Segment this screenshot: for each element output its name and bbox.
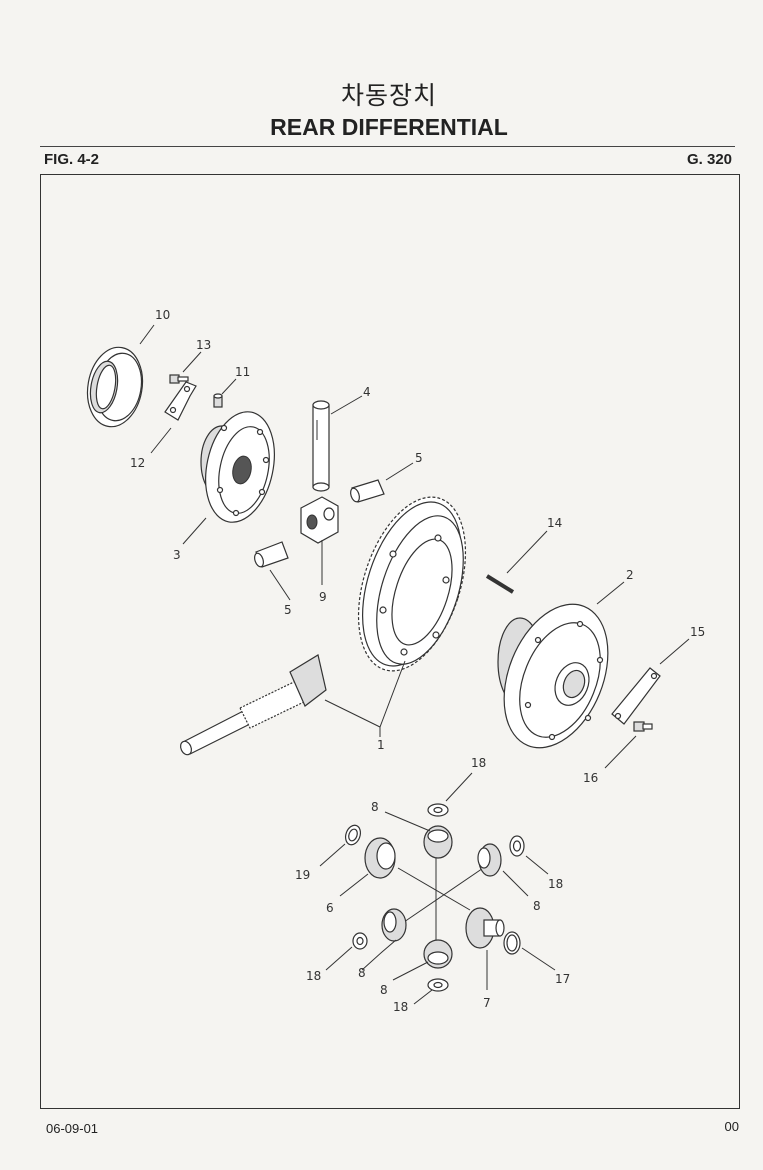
part-3-case-half [200, 411, 275, 523]
part-9-spider [300, 496, 339, 544]
part-18-washer-top [427, 803, 449, 817]
part-4-cross-shaft [312, 400, 330, 492]
callout-5-lower: 5 [284, 603, 292, 617]
revision-date: 06-09-01 [46, 1121, 99, 1136]
callout-3: 3 [173, 548, 181, 562]
part-7-side-gear [465, 907, 505, 949]
callout-18-top: 18 [471, 756, 486, 770]
part-13-bolt [169, 374, 189, 384]
callout-13: 13 [196, 338, 211, 352]
part-8-pinion-top [423, 825, 453, 859]
callout-labels: 10 13 11 4 12 5 14 3 2 9 5 15 1 18 16 8 … [130, 308, 705, 1014]
part-1-ring-gear [357, 496, 467, 672]
part-5-pin-lower [254, 541, 289, 568]
callout-15: 15 [690, 625, 705, 639]
callout-4: 4 [363, 385, 371, 399]
part-18-washer-bottom [427, 978, 449, 992]
part-15-lock-plate [611, 667, 661, 725]
callout-8-left: 8 [358, 966, 366, 980]
part-17-washer [503, 931, 521, 955]
page-title: REAR DIFFERENTIAL [270, 114, 508, 140]
part-1-pinion-shaft [179, 654, 327, 756]
figure-number: FIG. 4-2 [44, 151, 100, 168]
part-8-pinion-right [477, 843, 502, 877]
part-5-pin-upper [350, 479, 385, 503]
callout-18-left: 18 [306, 969, 321, 983]
callout-9: 9 [319, 590, 327, 604]
callout-17: 17 [555, 972, 570, 986]
page-number: 00 [724, 1119, 739, 1134]
callout-12: 12 [130, 456, 145, 470]
callout-6: 6 [326, 901, 334, 915]
part-11-pin [213, 393, 223, 408]
part-19-washer [344, 824, 362, 846]
group-number: G. 320 [686, 151, 732, 168]
callout-2: 2 [626, 568, 634, 582]
callout-1: 1 [377, 738, 385, 752]
callout-8-right: 8 [533, 899, 541, 913]
callout-8-top: 8 [371, 800, 379, 814]
part-12-lock-plate [164, 381, 197, 421]
callout-16: 16 [583, 771, 598, 785]
header-divider [40, 146, 735, 147]
part-2-case [497, 603, 609, 749]
callout-18-bottom: 18 [393, 1000, 408, 1014]
callout-8-bottom: 8 [380, 983, 388, 997]
callout-10: 10 [155, 308, 170, 322]
callout-19: 19 [295, 868, 310, 882]
gear-cluster-axes [397, 850, 493, 945]
callout-7: 7 [483, 996, 491, 1010]
diagram-frame [40, 174, 740, 1109]
leader-lines [139, 324, 690, 1005]
part-18-washer-left [352, 932, 368, 950]
part-10-seal [86, 346, 144, 428]
part-6-side-gear [364, 837, 396, 879]
part-16-bolt [633, 721, 653, 732]
part-18-washer-right [509, 835, 525, 857]
part-8-pinion-bottom [423, 939, 453, 969]
callout-14: 14 [547, 516, 562, 530]
part-8-pinion-left [381, 908, 407, 942]
callout-18-right: 18 [548, 877, 563, 891]
page-title-korean: 차동장치 [340, 81, 437, 110]
callout-11: 11 [235, 365, 250, 379]
callout-5-upper: 5 [415, 451, 423, 465]
part-14-pin [485, 574, 515, 594]
